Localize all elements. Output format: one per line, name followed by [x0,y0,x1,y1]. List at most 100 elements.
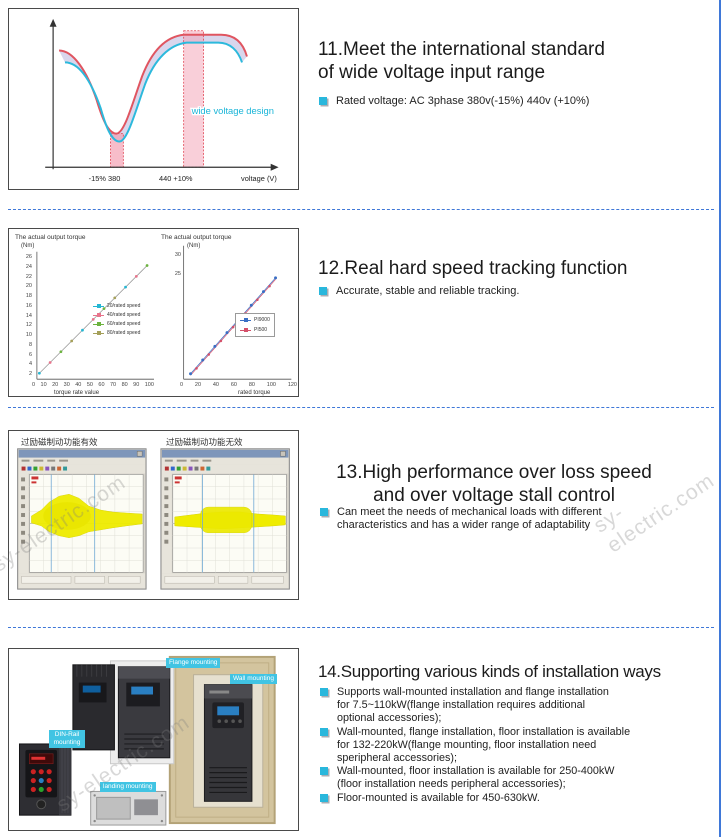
tick-label: 10 [25,332,32,338]
tick-label: 10 [40,382,47,388]
dashed-separator [8,627,714,628]
right-chart-title: The actual output torque [161,234,232,241]
landing-chassis [90,790,167,826]
left-axes [36,251,154,380]
stall-control-figure: 过励磁制动功能有效 过励磁制动功能无效 [8,430,299,600]
tick-label: 90 [133,382,140,388]
bullet-text: Floor-mounted is available for 450-630kW… [337,792,540,804]
bullet-square-icon [319,97,327,105]
tick-label: 50 [86,382,93,388]
axes [45,24,273,170]
tick-label: 18 [25,293,32,299]
tick-label: 30 [174,252,181,258]
left-markers [37,264,149,375]
tick-label: 80 [121,382,128,388]
dashed-separator [8,407,714,408]
left-chart-unit: (Nm) [21,243,35,249]
x-label-380: -15% 380 [89,174,121,183]
tick-label: 0 [180,382,184,388]
tick-label: 8 [28,341,32,348]
x-label-voltage: voltage (V) [241,174,277,183]
toolbar-icons [164,466,211,471]
bullet-square-icon [320,767,328,775]
legend-item: 40/rated speed [93,312,140,318]
section-12-bullet: Accurate, stable and reliable tracking. [319,285,689,298]
tick-label: 100 [144,382,154,388]
voltage-curves [58,33,248,143]
oscilloscope-left-caption: 过励磁制动功能有效 [21,438,98,448]
tick-label: 20 [52,382,59,388]
right-chart-unit: (Nm) [187,243,201,249]
x-label-440: 440 +10% [159,174,193,183]
bullet-text: Supports wall-mounted installation and f… [337,686,609,724]
section-14-bullet-2: Wall-mounted, flange installation, floor… [320,726,700,764]
bullet-text: Wall-mounted, floor installation is avai… [337,765,615,790]
page-edge-line [719,0,721,837]
right-y-ticks: 30 25 [165,252,181,277]
tick-label: 60 [230,382,237,388]
curve-label: wide voltage design [191,105,274,116]
flange-mounted-vfds [72,660,175,765]
tick-label: 4 [28,361,32,368]
tick-label: 120 [287,382,297,388]
legend-item: 60/rated speed [93,321,140,327]
tracking-charts [36,245,292,380]
wall-mounting-tag: Wall mounting [230,674,277,684]
legend-item: 80/rated speed [93,330,140,336]
tick-label: 40 [212,382,219,388]
oscilloscope-screenshots [17,448,290,590]
legend-item: PI500 [240,327,270,333]
oscilloscope-left [17,448,147,590]
tick-label: 14 [25,312,32,319]
tick-label: 70 [109,382,117,388]
bullet-square-icon [320,688,328,696]
left-legend: 20/rated speed 40/rated speed 60/rated s… [93,303,140,336]
section-11-title: 11.Meet the international standard of wi… [318,39,605,83]
wide-voltage-figure: wide voltage design -15% 380 440 +10% vo… [8,8,299,190]
legend-item: 20/rated speed [93,303,140,309]
right-axes [183,245,292,380]
tick-label: 20 [194,382,202,388]
tick-label: 40 [75,382,82,388]
oscilloscope-right [160,448,290,590]
bullet-square-icon [320,508,328,516]
right-legend: PI9000 PI500 [235,313,275,337]
tick-label: 80 [248,382,255,388]
left-x-axis-label: torque rate value [54,389,100,396]
tick-label: 24 [25,263,32,270]
legend-item: PI9000 [240,317,270,323]
axis-arrows [49,18,279,171]
tick-label: 60 [98,382,105,388]
bullet-square-icon [320,794,328,802]
din-rail-vfd [18,743,72,816]
right-x-ticks: 0 20 40 60 80 100 120 [180,382,297,388]
landing-mounting-tag: landing mounting [100,782,156,792]
tick-label: 25 [174,271,181,277]
tick-label: 0 [32,382,36,388]
section-13-bullet: Can meet the needs of mechanical loads w… [320,506,660,532]
bullet-text: Rated voltage: AC 3phase 380v(-15%) 440v… [336,95,590,107]
section-14-bullet-3: Wall-mounted, floor installation is avai… [320,765,700,791]
tick-label: 20 [25,283,32,290]
left-x-ticks: 0 10 20 30 40 50 60 70 80 90 100 [32,382,154,388]
tick-label: 26 [25,254,32,260]
tick-label: 30 [63,382,70,388]
bullet-text: Wall-mounted, flange installation, floor… [337,726,631,764]
tick-label: 100 [266,382,276,388]
toolbar-icons [21,466,68,471]
tick-label: 16 [25,302,32,309]
section-11-bullet: Rated voltage: AC 3phase 380v(-15%) 440v… [319,95,689,108]
wall-mounted-vfd [203,684,253,802]
section-14-title: 14.Supporting various kinds of installat… [318,662,661,681]
grid [29,474,144,573]
flange-mounting-tag: Flange mounting [166,658,221,668]
oscilloscope-right-caption: 过励磁制动功能无效 [166,438,243,448]
wide-voltage-chart: wide voltage design -15% 380 440 +10% vo… [45,18,279,183]
bullet-square-icon [320,728,328,736]
right-x-axis-label: rated torque [238,389,271,396]
tick-label: 6 [28,351,32,358]
installation-scene [18,655,276,826]
bullet-square-icon [319,287,327,295]
